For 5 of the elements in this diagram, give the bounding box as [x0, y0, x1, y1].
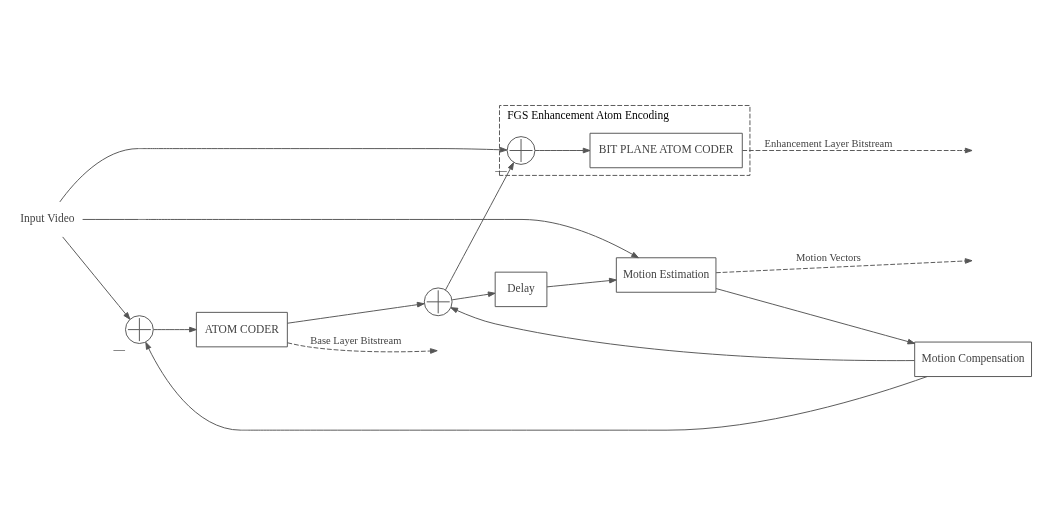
- edge-label: Motion Vectors: [796, 251, 861, 263]
- node-label: —: [113, 342, 126, 355]
- edge-label: Base Layer Bitstream: [310, 334, 402, 346]
- node-text: Input Video: [20, 211, 75, 224]
- edge-label: Enhancement Layer Bitstream: [764, 137, 893, 149]
